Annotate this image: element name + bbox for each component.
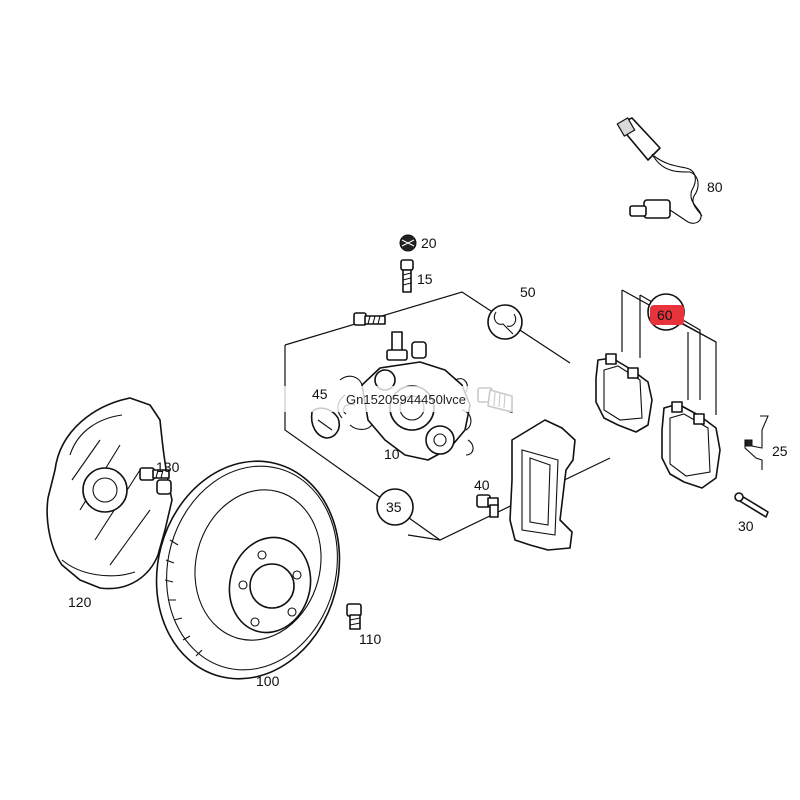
watermark-text: Gn15205944450lvce <box>346 392 466 407</box>
wrench-icon <box>487 304 523 340</box>
carrier-bolt <box>476 494 499 518</box>
label-130: 130 <box>156 459 180 475</box>
label-120: 120 <box>68 594 92 610</box>
label-50: 50 <box>520 284 536 300</box>
label-80: 80 <box>707 179 723 195</box>
label-10: 10 <box>384 446 400 462</box>
label-25: 25 <box>772 443 788 459</box>
shield-bolt <box>139 467 172 495</box>
label-15: 15 <box>417 271 433 287</box>
bleeder-cap <box>399 234 417 252</box>
caliper-bracket-piece <box>310 407 341 439</box>
spring-clip <box>744 415 769 470</box>
bleeder-screw <box>400 259 414 293</box>
label-110: 110 <box>359 631 382 647</box>
disc-screw <box>346 603 362 630</box>
label-45: 45 <box>312 386 328 402</box>
caliper-carrier <box>509 419 576 551</box>
part-labels: 20 15 50 45 10 40 35 130 120 100 110 80 … <box>68 179 788 689</box>
watermark: Gn15205944450lvce <box>257 386 555 412</box>
label-35: 35 <box>386 499 402 515</box>
label-100: 100 <box>256 673 280 689</box>
label-20: 20 <box>421 235 437 251</box>
pad-guide-pin <box>734 492 769 518</box>
caliper-top-bolt <box>353 312 386 326</box>
label-30: 30 <box>738 518 754 534</box>
part-60-highlight-box <box>650 305 684 325</box>
wear-sensor <box>616 117 703 224</box>
splash-shield <box>46 397 173 590</box>
part-60-highlight <box>647 293 685 331</box>
label-40: 40 <box>474 477 490 493</box>
brake-pads <box>595 353 721 489</box>
label-60: 60 <box>657 307 673 323</box>
assembly-marker-circle <box>376 488 414 526</box>
brake-disc <box>155 460 341 680</box>
